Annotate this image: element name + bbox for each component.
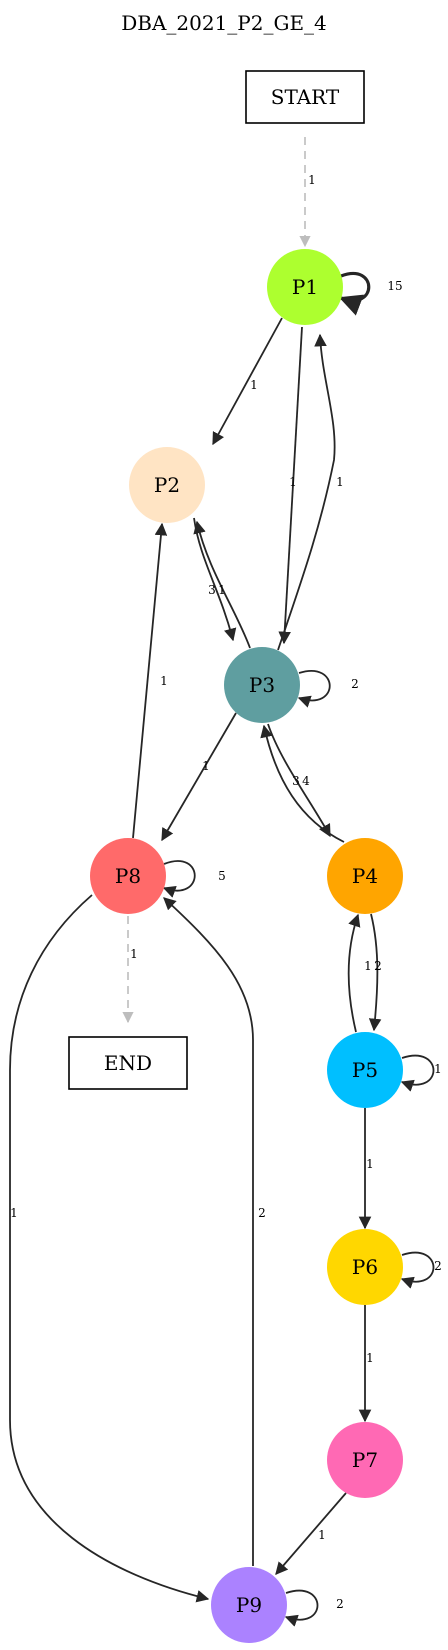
edge-label-p7-to-p9: 1 (318, 1528, 326, 1542)
edge-label-start-to-p1: 1 (308, 173, 316, 187)
edge-label-p8-to-end: 1 (130, 947, 138, 961)
edge-p9-to-p8 (163, 897, 254, 1566)
node-p6: P6 (327, 1229, 403, 1305)
edge-label-p1-to-p2: 1 (250, 378, 258, 392)
edge-p2-to-p3 (193, 517, 237, 642)
node-circle-p5 (327, 1032, 403, 1108)
edge-label-p8-to-p9: 1 (10, 1206, 18, 1220)
node-label-p8: P8 (115, 864, 141, 888)
edge-p3-to-p1 (277, 333, 336, 651)
node-circle-p2 (129, 447, 205, 523)
edge-p8-to-p2 (132, 522, 168, 839)
node-circle-p4 (327, 838, 403, 914)
edge-label-p4-to-p3: 3 (292, 774, 300, 788)
edge-label-p5-to-p5: 1 (434, 1062, 442, 1076)
edge-label-p3-to-p8: 1 (202, 759, 210, 773)
edge-label-p3-to-p1: 1 (336, 475, 344, 489)
edge-p9-to-p9 (284, 1589, 319, 1627)
edge-p3-to-p4 (267, 723, 331, 838)
node-p1: P1 (267, 249, 343, 325)
node-p4: P4 (327, 838, 403, 914)
node-label-p1: P1 (292, 275, 318, 299)
node-circle-p6 (327, 1229, 403, 1305)
edge-p1-to-p1 (338, 272, 371, 316)
node-label-p3: P3 (249, 673, 275, 697)
node-circle-p7 (327, 1422, 403, 1498)
node-circle-p3 (224, 647, 300, 723)
node-label-p4: P4 (352, 864, 378, 888)
edge-label-p6-to-p7: 1 (366, 1351, 374, 1365)
node-p9: P9 (211, 1567, 287, 1643)
node-circle-p8 (90, 838, 166, 914)
node-end: END (68, 1036, 188, 1090)
edge-p3-to-p2 (193, 520, 251, 649)
edge-p8-to-p9 (9, 894, 210, 1603)
edge-p1-to-p2 (212, 317, 283, 446)
edge-label-p3-to-p2: 1 (218, 583, 226, 597)
node-circle-p9 (211, 1567, 287, 1643)
edge-label-p3-to-p4: 4 (302, 774, 310, 788)
node-p2: P2 (129, 447, 205, 523)
edge-p5-to-p5 (400, 1054, 435, 1092)
edge-label-p8-to-p2: 1 (160, 674, 168, 688)
edge-p6-to-p6 (400, 1251, 435, 1289)
node-start: START (245, 70, 365, 124)
edge-p1-to-p3 (278, 326, 303, 645)
diagram-title: DBA_2021_P2_GE_4 (121, 11, 327, 35)
node-label-p5: P5 (352, 1058, 378, 1082)
edge-p8-to-p8 (162, 860, 196, 898)
edge-label-p2-to-p3: 3 (208, 583, 216, 597)
edge-p5-to-p4 (347, 913, 361, 1033)
node-p7: P7 (327, 1422, 403, 1498)
edge-label-p5-to-p4: 1 (364, 959, 372, 973)
edge-p4-to-p5 (368, 913, 382, 1032)
edge-p4-to-p3 (260, 724, 345, 843)
node-label-p2: P2 (154, 473, 180, 497)
edge-label-p9-to-p8: 2 (258, 1206, 266, 1220)
edge-label-p6-to-p6: 2 (434, 1259, 442, 1273)
node-label-start: START (271, 85, 340, 109)
node-label-p6: P6 (352, 1255, 378, 1279)
edge-p7-to-p9 (275, 1492, 347, 1575)
edge-label-p4-to-p5: 2 (374, 959, 382, 973)
node-label-p9: P9 (236, 1593, 262, 1617)
node-label-end: END (104, 1051, 152, 1075)
edge-label-p1-to-p3: 1 (289, 475, 297, 489)
edge-p3-to-p8 (161, 712, 237, 842)
edge-label-p9-to-p9: 2 (336, 1597, 344, 1611)
edge-label-p5-to-p6: 1 (366, 1157, 374, 1171)
edge-label-p1-to-p1: 15 (387, 279, 402, 293)
node-box-end (68, 1036, 188, 1090)
node-box-start (245, 70, 365, 124)
edge-label-p3-to-p3: 2 (351, 677, 359, 691)
node-p8: P8 (90, 838, 166, 914)
node-label-p7: P7 (352, 1448, 378, 1472)
node-p3: P3 (224, 647, 300, 723)
edge-p3-to-p3 (297, 670, 331, 708)
edge-label-p8-to-p8: 5 (218, 869, 226, 883)
node-circle-p1 (267, 249, 343, 325)
node-p5: P5 (327, 1032, 403, 1108)
